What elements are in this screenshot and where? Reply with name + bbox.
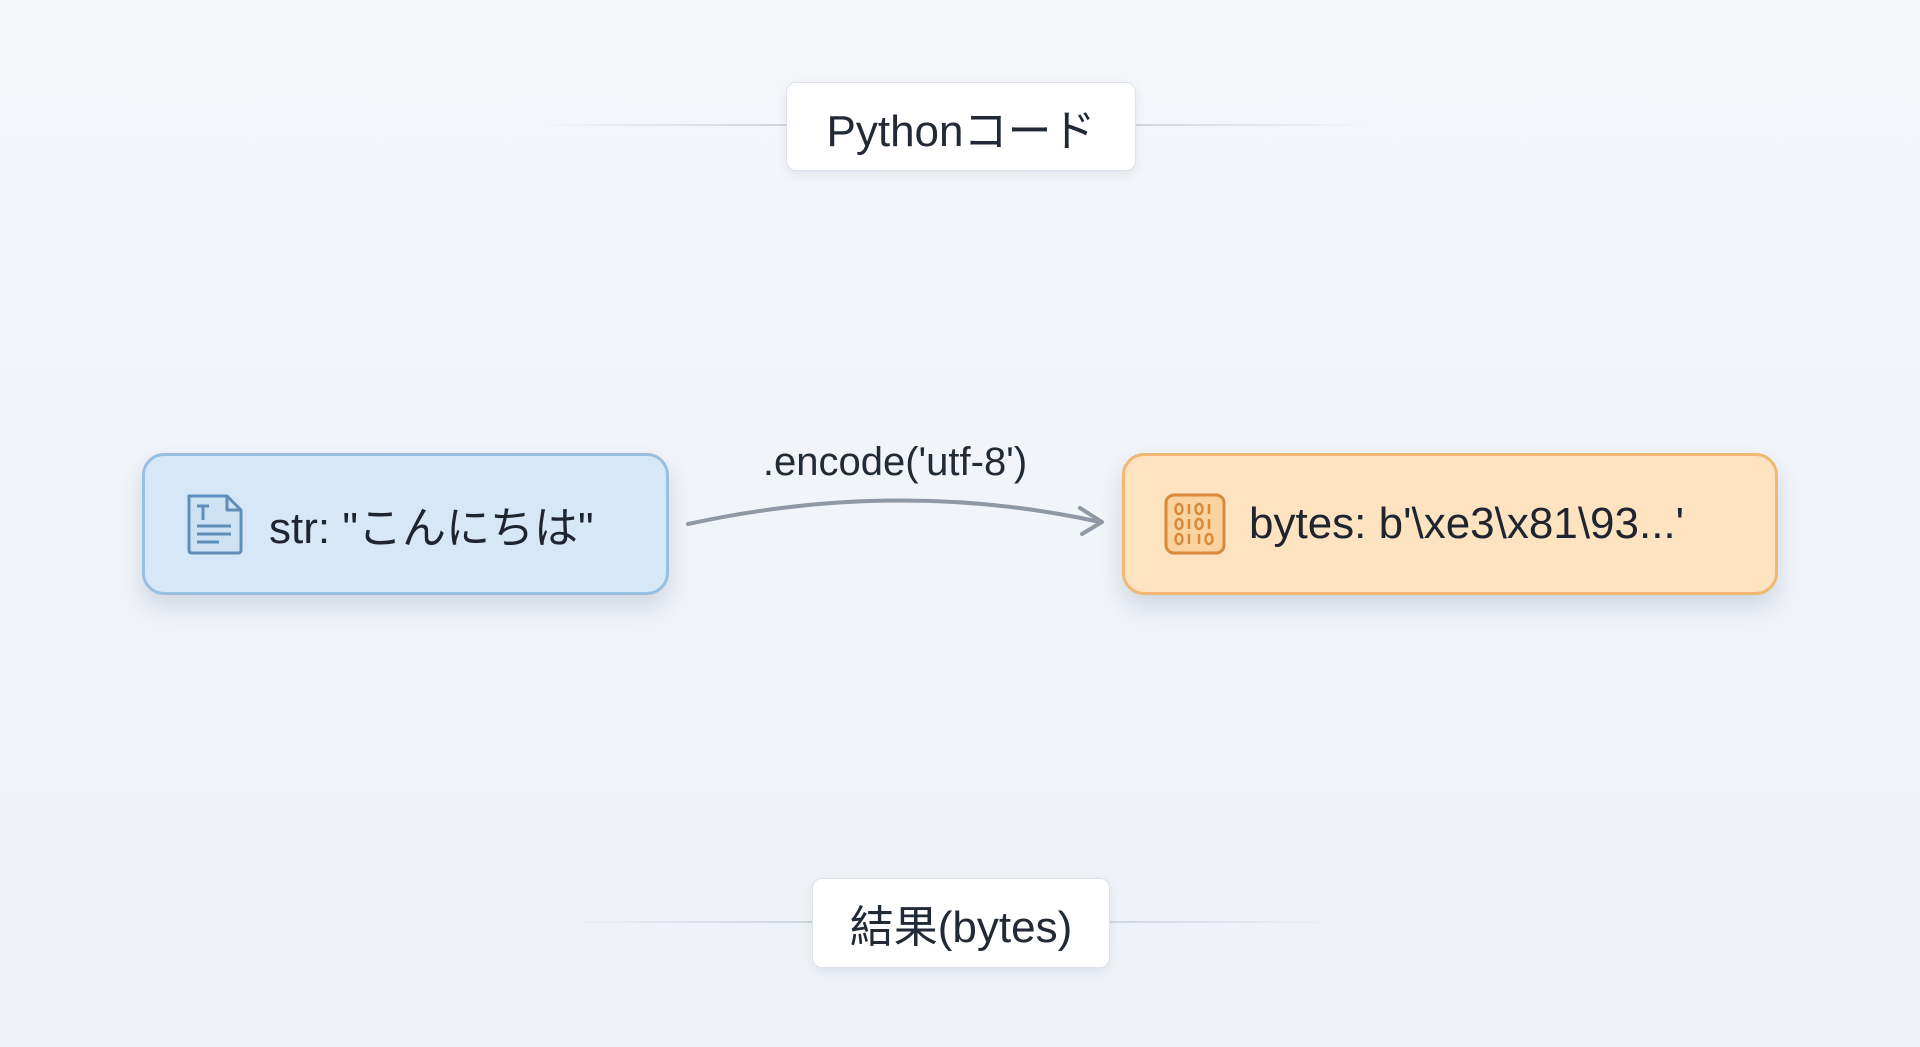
arrowhead-icon xyxy=(1078,506,1104,536)
arrow-path xyxy=(686,498,1102,526)
bottom-label-text: 結果(bytes) xyxy=(849,903,1073,952)
bytes-node: bytes: b'\xe3\x81\93...' xyxy=(1122,453,1778,595)
bytes-node-text: bytes: b'\xe3\x81\93...' xyxy=(1249,499,1685,548)
bottom-label: 結果(bytes) xyxy=(812,878,1110,968)
edge-label: .encode('utf-8') xyxy=(762,440,1028,484)
top-label-text: Pythonコード xyxy=(826,106,1096,156)
text-document-icon xyxy=(187,494,243,555)
binary-icon xyxy=(1164,493,1226,555)
str-node: str: "こんにちは" xyxy=(142,453,669,595)
str-node-text: str: "こんにちは" xyxy=(269,504,594,553)
top-label: Pythonコード xyxy=(786,82,1136,171)
